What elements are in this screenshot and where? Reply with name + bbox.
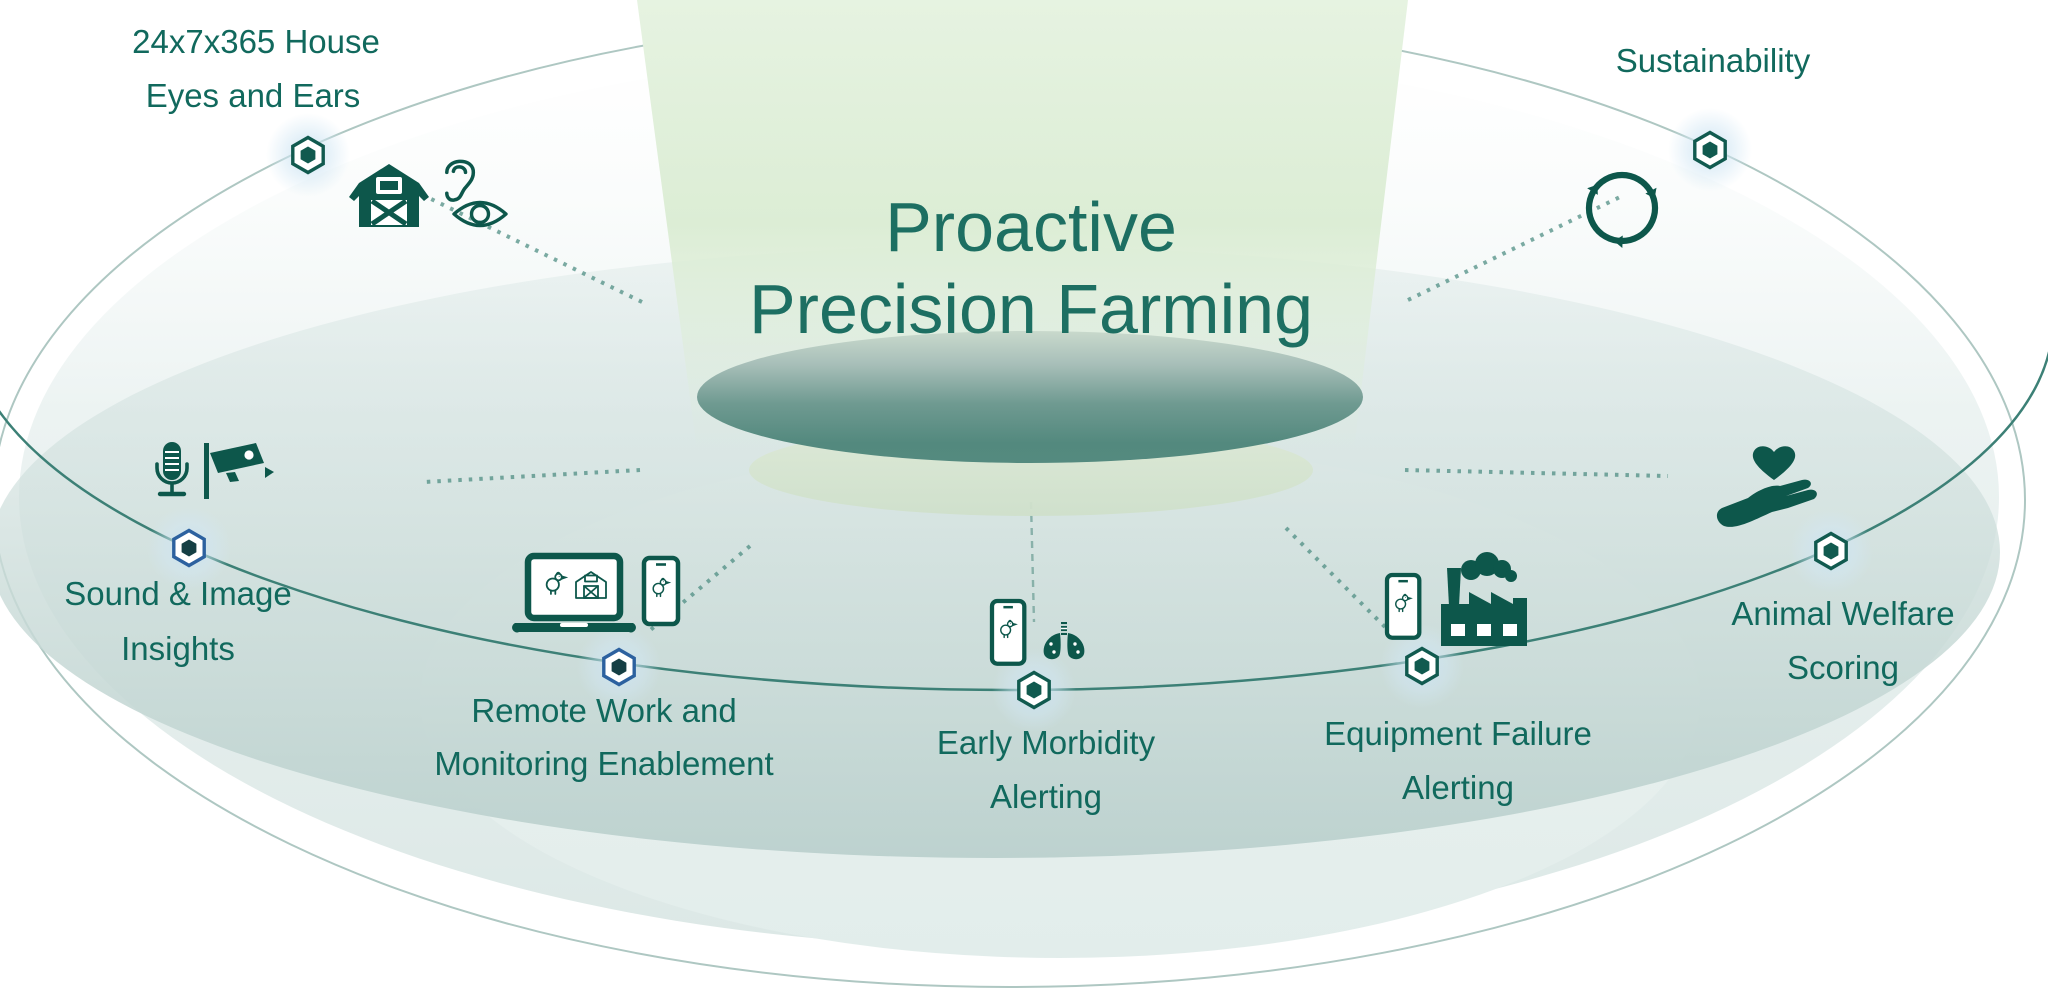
lungs-icon bbox=[1043, 622, 1085, 660]
light-beam bbox=[637, 0, 1408, 450]
feature-label-line: Equipment Failure bbox=[1324, 715, 1592, 752]
hexagon-node-icon bbox=[603, 649, 635, 685]
ray-animal-welfare bbox=[1404, 468, 1669, 478]
ray-sound-image bbox=[423, 468, 641, 484]
feature-equipment-failure: Equipment Failure Alerting bbox=[1324, 552, 1592, 806]
feature-early-morbidity: Early Morbidity Alerting bbox=[937, 601, 1156, 815]
ray-house bbox=[424, 194, 643, 304]
ear-icon bbox=[445, 159, 476, 202]
smartphone-icon bbox=[1387, 575, 1419, 638]
feature-label-line: Early Morbidity bbox=[937, 724, 1156, 761]
hexagon-node-icon bbox=[1694, 132, 1726, 168]
heart-in-hand-icon bbox=[1716, 446, 1817, 527]
feature-label-line: Sound & Image bbox=[64, 575, 292, 612]
feature-label-line: Alerting bbox=[990, 778, 1102, 815]
feature-label-line: Eyes and Ears bbox=[146, 77, 361, 114]
connector-rays bbox=[423, 194, 1669, 640]
factory-icon bbox=[1441, 552, 1527, 646]
hexagon-node-icon bbox=[1815, 533, 1847, 569]
feature-label-line: Sustainability bbox=[1616, 42, 1811, 79]
smartphone-icon bbox=[992, 601, 1024, 664]
hexagon-node-icon bbox=[292, 137, 324, 173]
feature-label-line: Monitoring Enablement bbox=[434, 745, 773, 782]
feature-label-line: Scoring bbox=[1787, 649, 1899, 686]
hexagon-node-icon bbox=[1406, 648, 1438, 684]
cctv-camera-icon bbox=[204, 443, 274, 499]
stage-ellipse bbox=[697, 331, 1363, 463]
microphone-icon bbox=[155, 442, 189, 497]
smartphone-icon bbox=[644, 558, 678, 624]
eye-icon bbox=[452, 200, 508, 228]
title-line-1: Proactive bbox=[885, 188, 1177, 266]
feature-label-line: 24x7x365 House bbox=[132, 23, 380, 60]
feature-animal-welfare: Animal Welfare Scoring bbox=[1716, 446, 1955, 686]
node-glows bbox=[147, 108, 1873, 732]
feature-label-line: Alerting bbox=[1402, 769, 1514, 806]
feature-label-line: Animal Welfare bbox=[1731, 595, 1954, 632]
ray-remote-work bbox=[646, 544, 752, 634]
feature-remote-work: Remote Work and Monitoring Enablement bbox=[434, 552, 774, 782]
recycle-icon bbox=[1576, 171, 1665, 254]
feature-sustainability: Sustainability bbox=[1576, 42, 1811, 254]
hexagon-node-icon bbox=[173, 530, 205, 566]
laptop-icon bbox=[512, 552, 636, 633]
feature-sound-image-insights: Sound & Image Insights bbox=[64, 442, 292, 667]
ray-sustainability bbox=[1407, 194, 1623, 302]
feature-house-eyes-ears: 24x7x365 House Eyes and Ears bbox=[132, 23, 508, 228]
feature-label-line: Remote Work and bbox=[471, 692, 736, 729]
page-title: Proactive Precision Farming bbox=[749, 188, 1313, 348]
hexagon-node-icon bbox=[1018, 672, 1050, 708]
feature-label-line: Insights bbox=[121, 630, 235, 667]
disc-surface bbox=[0, 246, 2000, 858]
title-line-2: Precision Farming bbox=[749, 270, 1313, 348]
barn-icon bbox=[349, 164, 429, 227]
